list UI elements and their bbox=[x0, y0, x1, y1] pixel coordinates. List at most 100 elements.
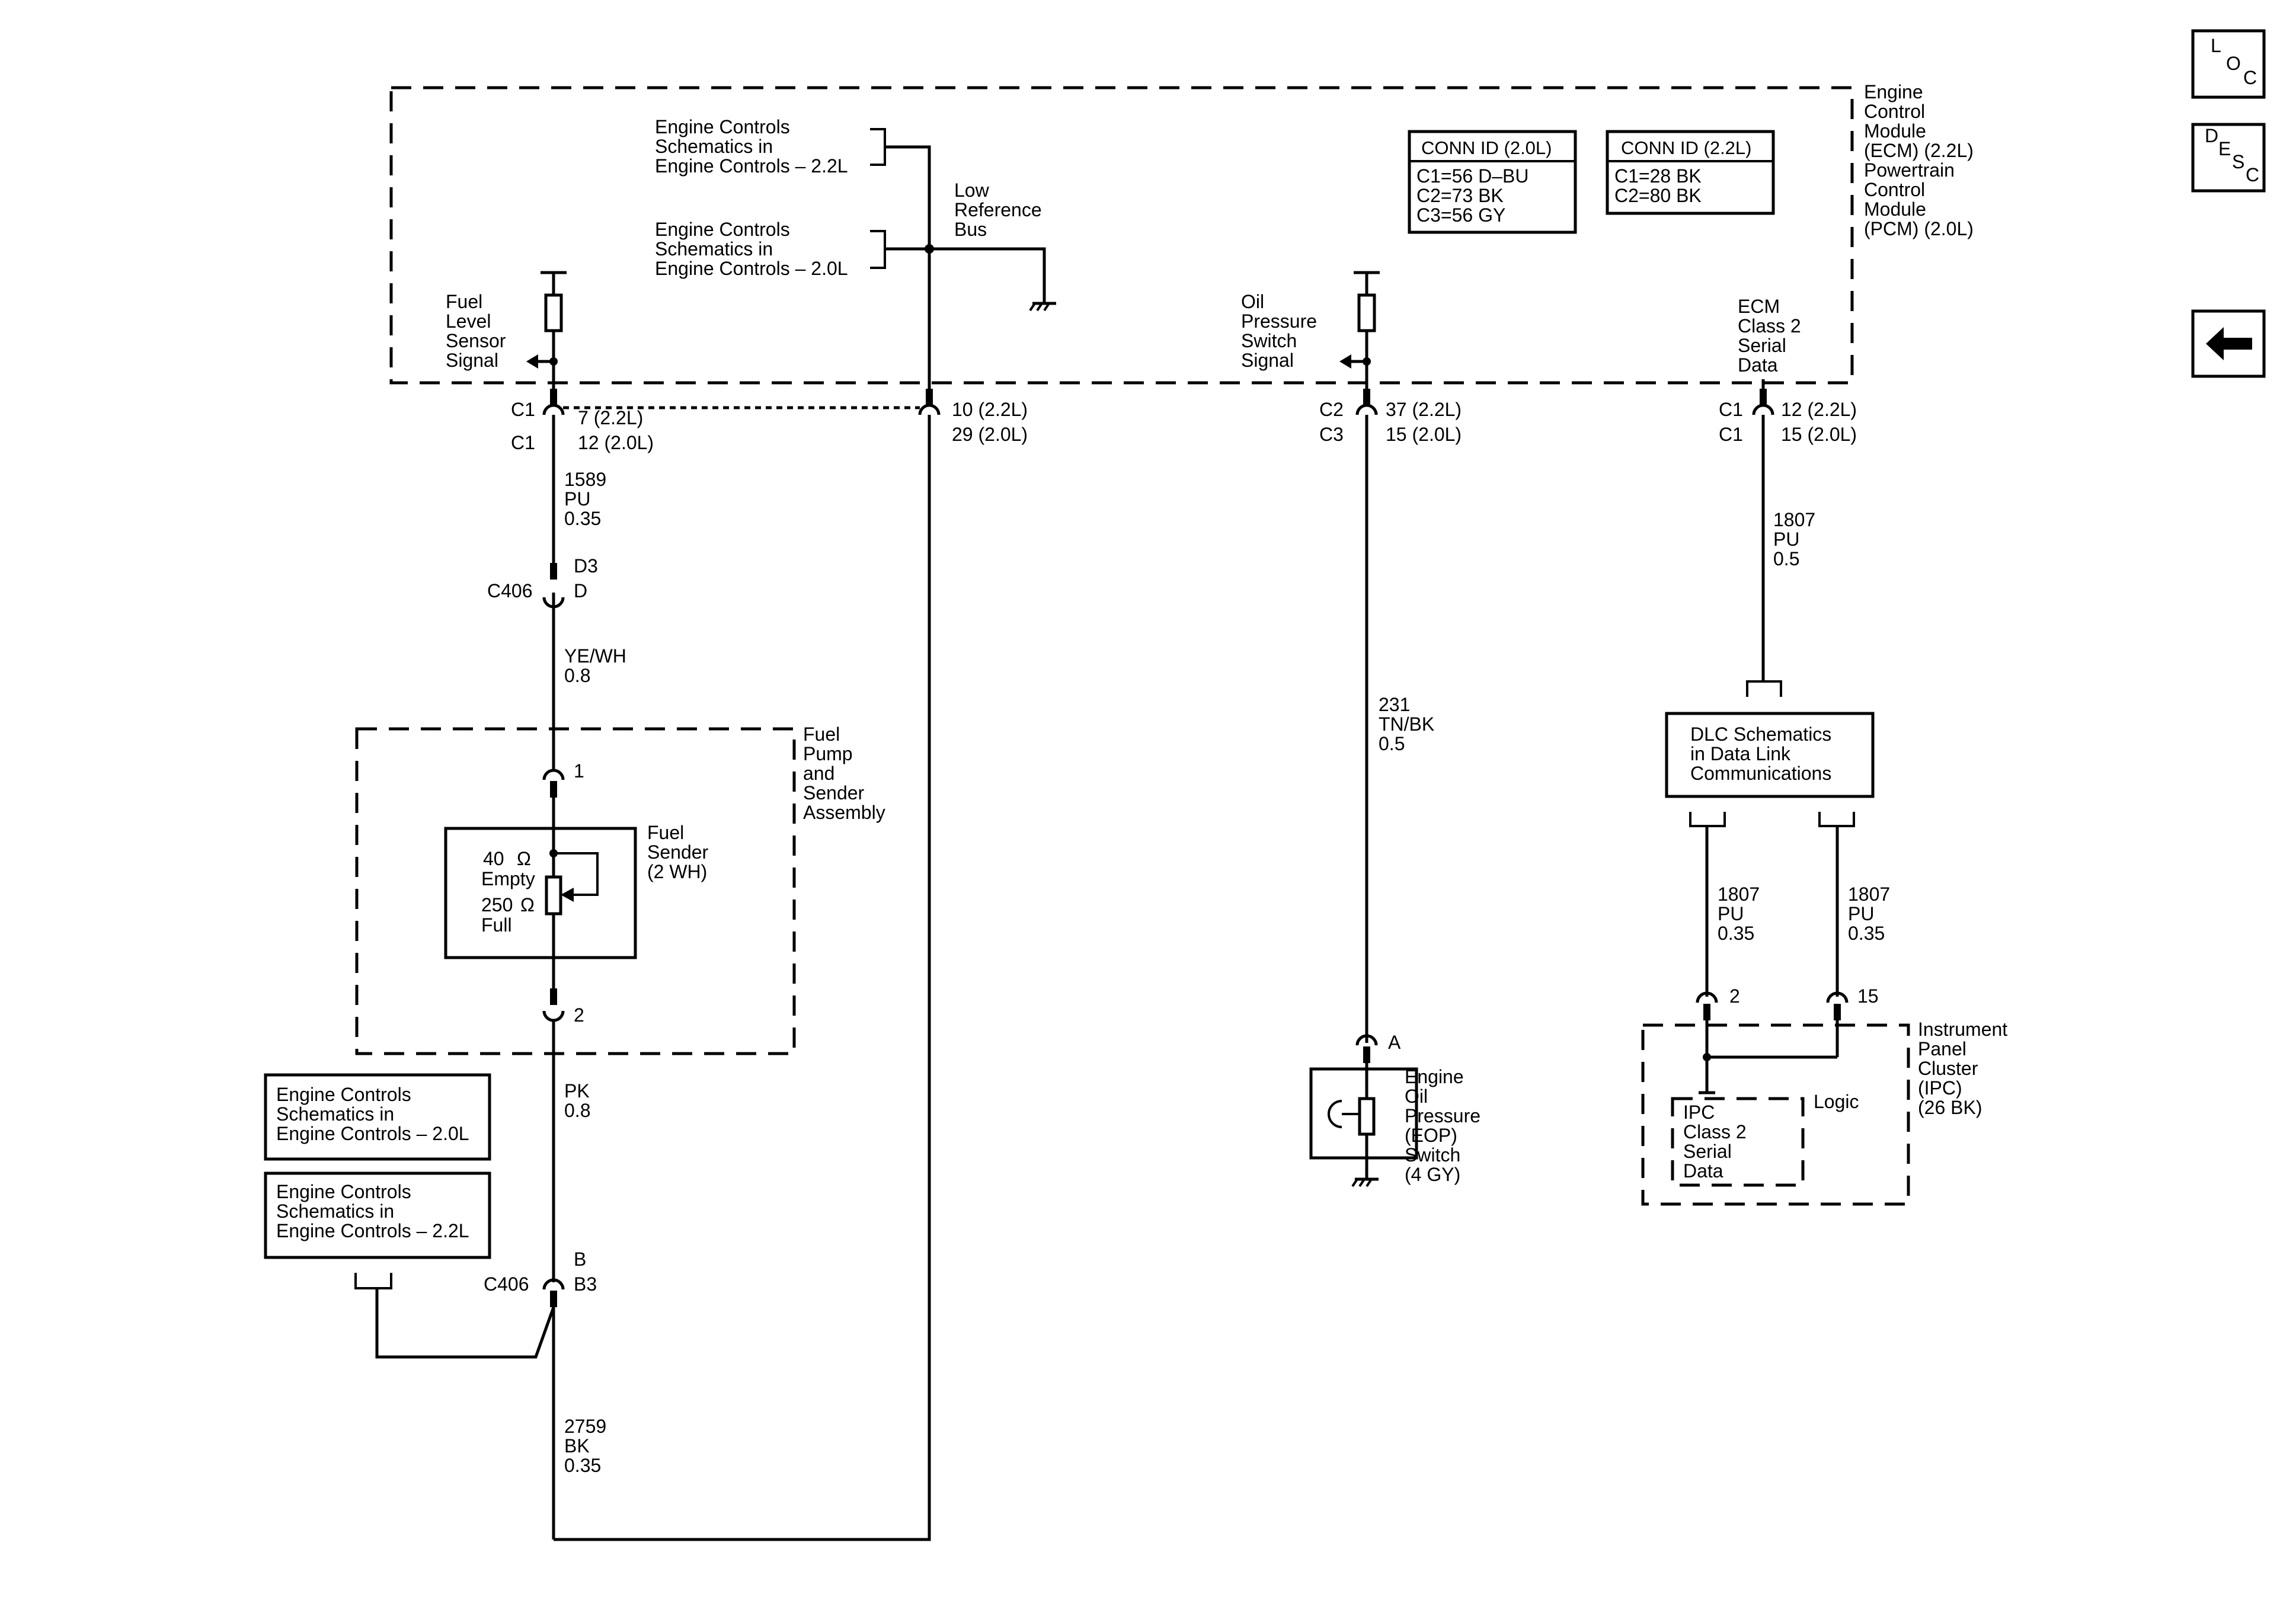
svg-text:(4 GY): (4 GY) bbox=[1405, 1164, 1460, 1185]
dlc-reference[interactable]: DLC Schematics in Data Link Communicatio… bbox=[1665, 712, 1875, 798]
svg-text:Class 2: Class 2 bbox=[1738, 315, 1801, 337]
eop-switch bbox=[1309, 1063, 1418, 1188]
back-button[interactable] bbox=[2191, 309, 2266, 378]
svg-text:Logic: Logic bbox=[1814, 1091, 1859, 1112]
svg-text:Engine Controls – 2.2L: Engine Controls – 2.2L bbox=[276, 1220, 469, 1241]
wire-label-1589: 1589 PU 0.35 bbox=[564, 469, 606, 529]
svg-text:0.35: 0.35 bbox=[564, 1455, 601, 1476]
conn-id-22-table: CONN ID (2.2L) C1=28 BK C2=80 BK bbox=[1606, 130, 1775, 215]
svg-text:1807: 1807 bbox=[1848, 884, 1890, 905]
svg-text:1589: 1589 bbox=[564, 469, 606, 490]
svg-text:Full: Full bbox=[481, 914, 512, 936]
svg-text:0.5: 0.5 bbox=[1379, 733, 1405, 754]
svg-text:TN/BK: TN/BK bbox=[1379, 713, 1434, 735]
svg-text:(ECM) (2.2L): (ECM) (2.2L) bbox=[1864, 140, 1974, 161]
svg-text:Engine: Engine bbox=[1864, 81, 1923, 103]
svg-text:Instrument: Instrument bbox=[1918, 1019, 2007, 1040]
class2-serial-output: ECM Class 2 Serial Data bbox=[1738, 296, 1801, 398]
svg-text:Assembly: Assembly bbox=[803, 802, 885, 823]
svg-text:C3: C3 bbox=[1319, 424, 1344, 445]
svg-text:0.5: 0.5 bbox=[1773, 548, 1799, 569]
ecm-ref-20[interactable]: Engine Controls Schematics in Engine Con… bbox=[655, 219, 886, 279]
svg-text:7 (2.2L): 7 (2.2L) bbox=[578, 407, 643, 428]
svg-text:Engine Controls: Engine Controls bbox=[276, 1181, 411, 1202]
svg-text:(EOP): (EOP) bbox=[1405, 1125, 1457, 1146]
svg-text:B: B bbox=[574, 1249, 586, 1270]
svg-text:Panel: Panel bbox=[1918, 1038, 1966, 1060]
svg-text:Oil: Oil bbox=[1405, 1086, 1428, 1107]
wire-label-1807-main: 1807 PU 0.5 bbox=[1773, 509, 1815, 569]
svg-text:Serial: Serial bbox=[1738, 335, 1786, 356]
ecm-label: Engine Control Module (ECM) (2.2L) Power… bbox=[1864, 81, 1974, 239]
svg-text:Signal: Signal bbox=[446, 350, 498, 371]
fuel-pump-assembly: Fuel Pump and Sender Assembly 1 40 Ω Emp… bbox=[355, 724, 885, 1055]
desc-button[interactable]: D E S C bbox=[2191, 123, 2266, 193]
svg-text:29 (2.0L): 29 (2.0L) bbox=[952, 424, 1028, 445]
svg-text:Engine Controls – 2.0L: Engine Controls – 2.0L bbox=[276, 1123, 469, 1144]
svg-text:37 (2.2L): 37 (2.2L) bbox=[1386, 399, 1462, 420]
svg-text:B3: B3 bbox=[574, 1273, 597, 1295]
connector-fuel-signal: C1 C1 7 (2.2L) 12 (2.0L) bbox=[511, 389, 654, 453]
svg-text:C1=28 BK: C1=28 BK bbox=[1614, 165, 1702, 187]
pullup-resistor-icon bbox=[544, 293, 563, 332]
svg-text:C2: C2 bbox=[1319, 399, 1344, 420]
ground-icon bbox=[1029, 302, 1056, 312]
ohm-icon: Ω bbox=[517, 848, 531, 869]
svg-text:231: 231 bbox=[1379, 694, 1410, 715]
desc-letter-d: D bbox=[2205, 125, 2218, 146]
wire-label-1807-b: 1807 PU 0.35 bbox=[1848, 884, 1890, 944]
svg-text:Pressure: Pressure bbox=[1405, 1105, 1480, 1126]
svg-text:Fuel: Fuel bbox=[647, 822, 684, 843]
connector-c406-d: D3 D C406 bbox=[487, 555, 598, 609]
variable-resistor-icon bbox=[545, 875, 562, 916]
conn-id-20-table: CONN ID (2.0L) C1=56 D–BU C2=73 BK C3=56… bbox=[1408, 130, 1577, 234]
svg-text:(2 WH): (2 WH) bbox=[647, 861, 707, 882]
svg-text:Data: Data bbox=[1683, 1160, 1723, 1182]
svg-text:0.8: 0.8 bbox=[564, 665, 590, 686]
loc-icon bbox=[2191, 29, 2266, 99]
desc-letter-e: E bbox=[2218, 138, 2231, 159]
svg-text:in Data Link: in Data Link bbox=[1690, 743, 1791, 764]
svg-text:Engine Controls: Engine Controls bbox=[655, 219, 790, 240]
wire-label-2759: 2759 BK 0.35 bbox=[564, 1416, 606, 1476]
ipc-module: IPC Class 2 Serial Data Logic bbox=[1641, 1020, 1910, 1206]
svg-text:1: 1 bbox=[574, 760, 584, 782]
svg-text:BK: BK bbox=[564, 1435, 590, 1457]
loc-letter-c: C bbox=[2243, 67, 2257, 88]
svg-text:Data: Data bbox=[1738, 354, 1778, 376]
svg-text:Pressure: Pressure bbox=[1241, 311, 1317, 332]
svg-text:C3=56 GY: C3=56 GY bbox=[1416, 204, 1505, 226]
svg-text:15: 15 bbox=[1857, 985, 1879, 1007]
svg-text:C1: C1 bbox=[511, 399, 535, 420]
svg-text:Engine Controls – 2.0L: Engine Controls – 2.0L bbox=[655, 258, 848, 279]
loc-button[interactable]: L O C bbox=[2191, 29, 2266, 99]
ref-left-20[interactable]: Engine Controls Schematics in Engine Con… bbox=[264, 1073, 491, 1161]
svg-text:CONN ID (2.2L): CONN ID (2.2L) bbox=[1621, 137, 1751, 158]
svg-text:C406: C406 bbox=[487, 580, 533, 601]
svg-text:40: 40 bbox=[483, 848, 504, 869]
svg-text:1807: 1807 bbox=[1773, 509, 1815, 530]
svg-text:0.35: 0.35 bbox=[1848, 923, 1885, 944]
ecm-ref-22[interactable]: Engine Controls Schematics in Engine Con… bbox=[655, 116, 886, 177]
svg-text:ECM: ECM bbox=[1738, 296, 1780, 317]
serial-data-circuit: 1807 PU 0.5 DLC Schematics in Data Link … bbox=[1641, 415, 2007, 1206]
svg-text:C1: C1 bbox=[511, 432, 535, 453]
svg-text:0.35: 0.35 bbox=[564, 508, 601, 529]
svg-text:Schematics in: Schematics in bbox=[655, 136, 773, 157]
ref-left-22[interactable]: Engine Controls Schematics in Engine Con… bbox=[264, 1172, 491, 1289]
svg-text:Reference: Reference bbox=[954, 199, 1042, 220]
svg-text:2: 2 bbox=[574, 1004, 584, 1026]
desc-letter-c: C bbox=[2246, 164, 2259, 185]
fuel-level-input: Fuel Level Sensor Signal bbox=[446, 271, 567, 391]
svg-text:(PCM) (2.0L): (PCM) (2.0L) bbox=[1864, 218, 1974, 239]
desc-icon bbox=[2191, 123, 2266, 193]
svg-text:15 (2.0L): 15 (2.0L) bbox=[1781, 424, 1857, 445]
svg-text:C1=56 D–BU: C1=56 D–BU bbox=[1416, 165, 1528, 187]
svg-text:DLC Schematics: DLC Schematics bbox=[1690, 724, 1831, 745]
svg-text:0.8: 0.8 bbox=[564, 1100, 590, 1121]
wire-label-231: 231 TN/BK 0.5 bbox=[1379, 694, 1434, 754]
svg-text:and: and bbox=[803, 763, 834, 784]
ecm-outline bbox=[389, 86, 1854, 385]
low-ref-bus-label: Low Reference Bus bbox=[954, 180, 1042, 240]
